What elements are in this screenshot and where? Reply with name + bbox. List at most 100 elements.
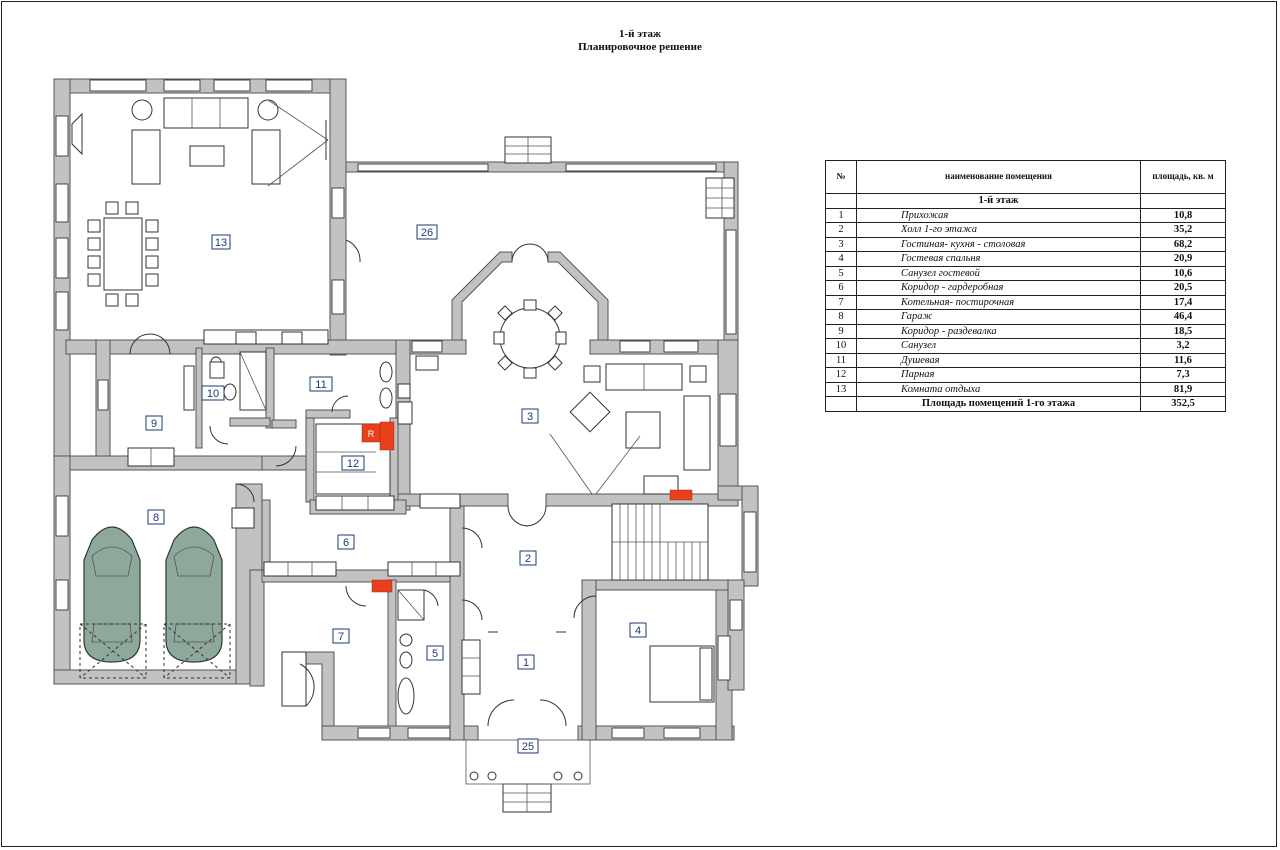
row-num: 6 — [825, 280, 857, 296]
row-name: Коридор - гардеробная — [856, 280, 1141, 296]
label-room-1: 1 — [517, 654, 535, 670]
row-num: 9 — [825, 323, 857, 339]
furniture-misc — [127, 447, 715, 703]
svg-text:6: 6 — [343, 537, 349, 549]
row-name: Душевая — [856, 352, 1141, 368]
car-left — [83, 526, 141, 663]
row-name: Холл 1-го этажа — [856, 222, 1141, 238]
doors — [129, 239, 597, 727]
row-name: Прихожая — [856, 207, 1141, 223]
svg-text:26: 26 — [421, 227, 433, 239]
row-area: 3,2 — [1140, 338, 1226, 354]
svg-text:13: 13 — [215, 237, 227, 249]
table-section-row: 1-й этаж — [825, 193, 1226, 209]
main-staircase — [611, 503, 709, 581]
svg-text:5: 5 — [432, 648, 438, 660]
row-num: 5 — [825, 265, 857, 281]
row-num: 2 — [825, 222, 857, 238]
row-name: Гостевая спальня — [856, 251, 1141, 267]
svg-text:25: 25 — [522, 741, 534, 753]
row-area: 18,5 — [1140, 323, 1226, 339]
row-area: 17,4 — [1140, 294, 1226, 310]
row-num: 13 — [825, 381, 857, 397]
furniture-lounge — [71, 97, 329, 345]
label-room-26: 26 — [416, 224, 438, 240]
row-name: Комната отдыха — [856, 381, 1141, 397]
radiators: R — [361, 421, 693, 593]
row-area: 20,5 — [1140, 280, 1226, 296]
row-area: 20,9 — [1140, 251, 1226, 267]
svg-text:9: 9 — [151, 418, 157, 430]
row-num: 1 — [825, 207, 857, 223]
col-header-area: площадь, кв. м — [1140, 160, 1226, 194]
row-name: Котельная- постирочная — [856, 294, 1141, 310]
svg-text:1: 1 — [523, 657, 529, 669]
boiler-label: R — [368, 429, 375, 439]
table-total-row: Площадь помещений 1-го этажа 352,5 — [825, 396, 1226, 412]
label-room-4: 4 — [629, 622, 647, 638]
row-area: 11,6 — [1140, 352, 1226, 368]
row-area: 7,3 — [1140, 367, 1226, 383]
row-num: 12 — [825, 367, 857, 383]
row-name: Гостиная- кухня - столовая — [856, 236, 1141, 252]
windows — [55, 79, 757, 739]
label-room-6: 6 — [337, 534, 355, 550]
row-name: Санузел гостевой — [856, 265, 1141, 281]
col-header-num: № — [825, 160, 857, 194]
label-room-12: 12 — [341, 455, 365, 471]
row-num: 11 — [825, 352, 857, 368]
section-title: 1-й этаж — [856, 193, 1141, 209]
row-area: 46,4 — [1140, 309, 1226, 325]
stairs-east — [705, 177, 735, 219]
room-schedule-table: № наименование помещения площадь, кв. м … — [825, 160, 1226, 412]
room-labels: 13 26 3 9 10 11 12 8 6 2 4 7 5 1 25 — [145, 224, 647, 754]
label-room-25: 25 — [517, 738, 539, 754]
car-right — [165, 526, 223, 663]
garage-doors — [79, 623, 231, 679]
col-header-name: наименование помещения — [856, 160, 1141, 194]
total-value: 352,5 — [1140, 396, 1226, 412]
label-room-2: 2 — [519, 550, 537, 566]
svg-text:8: 8 — [153, 512, 159, 524]
row-area: 10,6 — [1140, 265, 1226, 281]
row-num: 8 — [825, 309, 857, 325]
svg-text:10: 10 — [207, 388, 219, 400]
label-room-3: 3 — [521, 408, 539, 424]
row-num: 7 — [825, 294, 857, 310]
svg-text:2: 2 — [525, 553, 531, 565]
row-num: 3 — [825, 236, 857, 252]
label-room-11: 11 — [309, 376, 333, 392]
row-name: Коридор - раздевалка — [856, 323, 1141, 339]
row-area: 10,8 — [1140, 207, 1226, 223]
row-area: 35,2 — [1140, 222, 1226, 238]
total-label: Площадь помещений 1-го этажа — [856, 396, 1141, 412]
row-area: 81,9 — [1140, 381, 1226, 397]
label-room-7: 7 — [332, 628, 350, 644]
table-header-row: № наименование помещения площадь, кв. м — [825, 160, 1226, 194]
row-name: Санузел — [856, 338, 1141, 354]
svg-text:3: 3 — [527, 411, 533, 423]
svg-text:12: 12 — [347, 458, 359, 470]
floor-title: 1-й этаж — [618, 28, 662, 40]
label-room-10: 10 — [201, 385, 225, 401]
row-num: 10 — [825, 338, 857, 354]
label-room-9: 9 — [145, 415, 163, 431]
svg-text:11: 11 — [315, 379, 326, 391]
row-name: Парная — [856, 367, 1141, 383]
furniture-living — [397, 299, 711, 509]
plan-subtitle: Планировочное решение — [578, 41, 702, 53]
stairs-north — [504, 136, 552, 164]
